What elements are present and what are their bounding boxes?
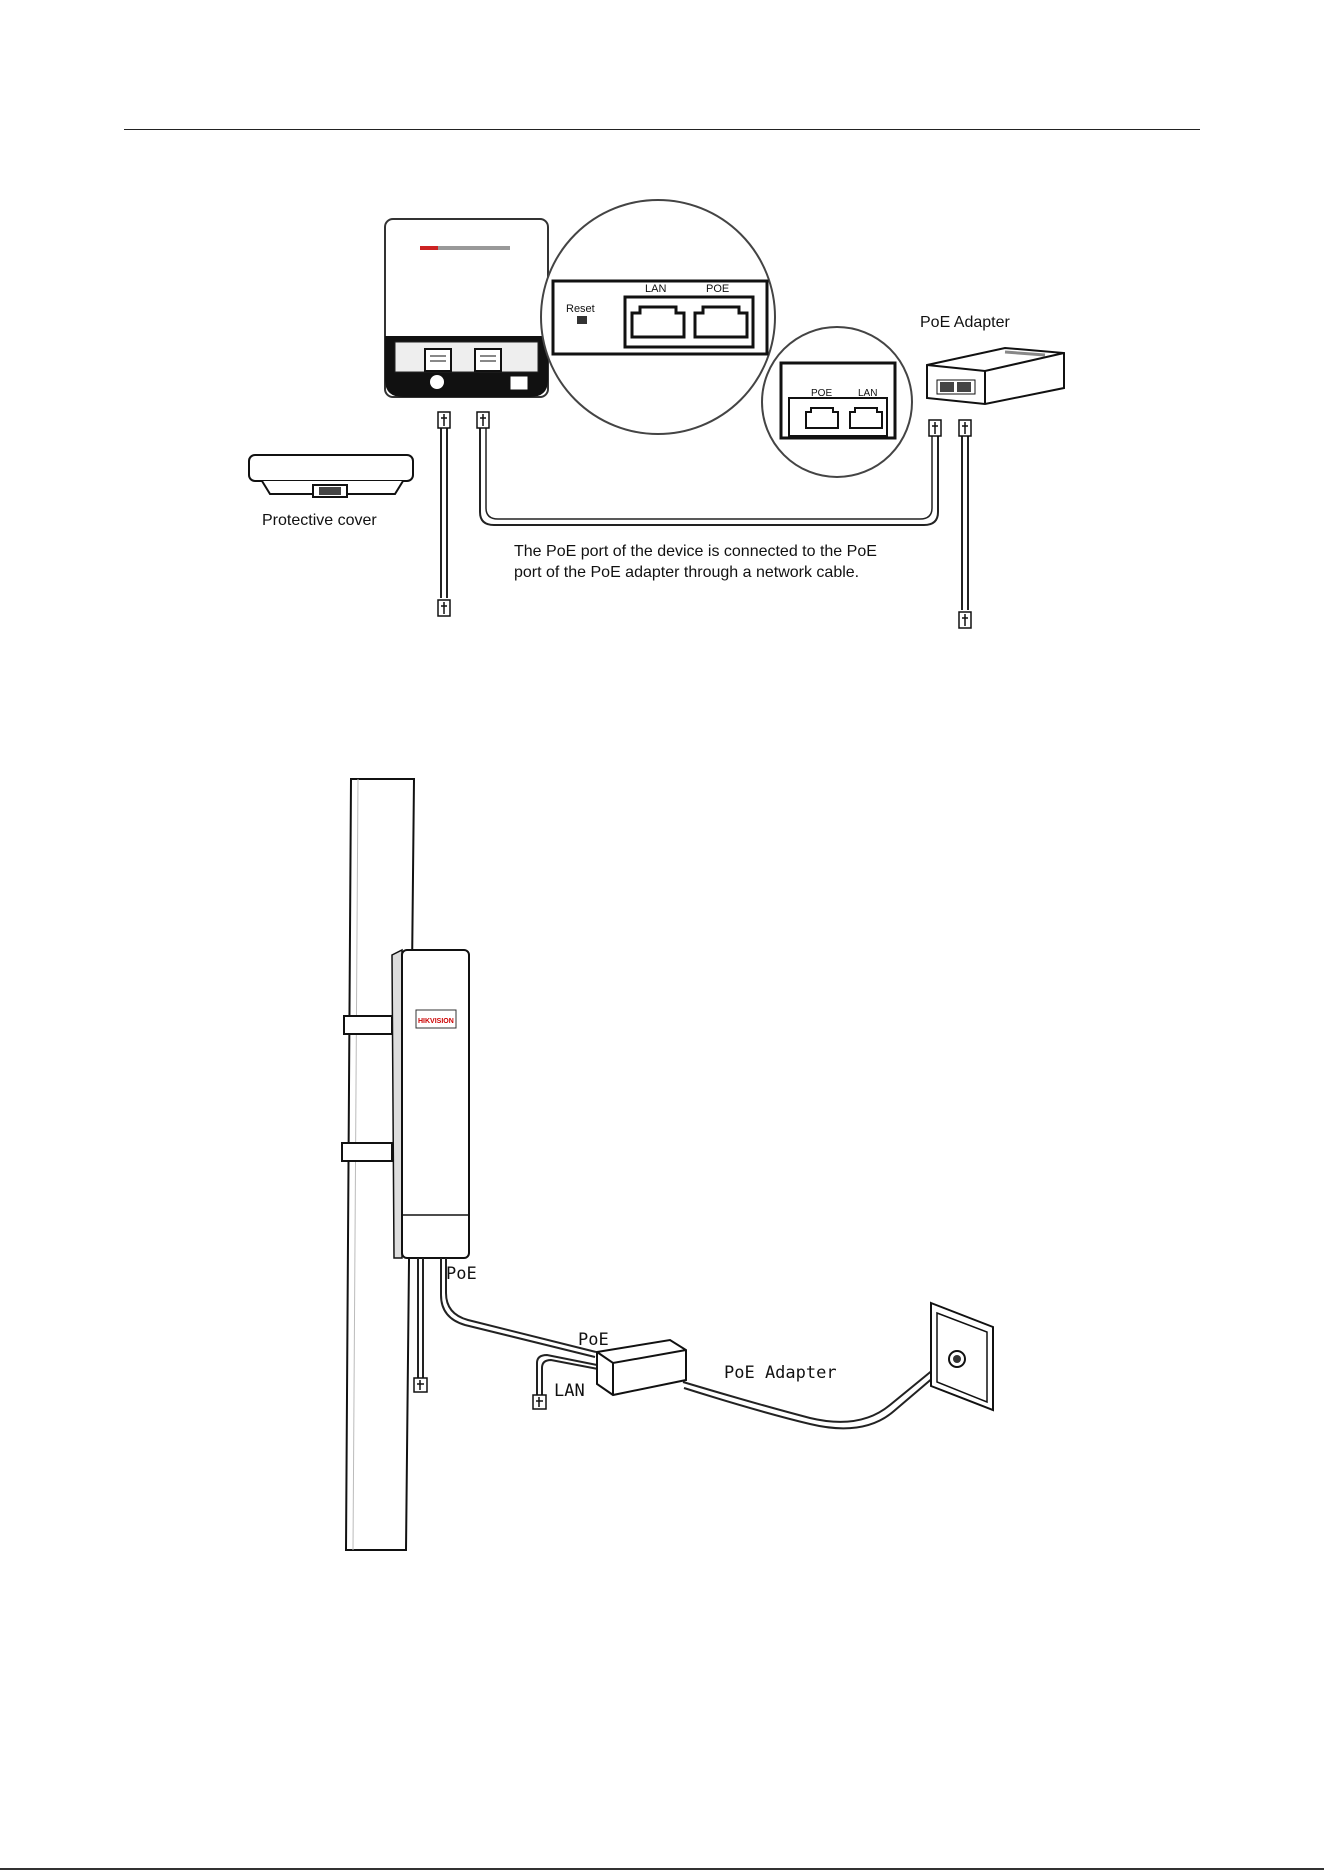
- poe-device-label: PoE: [446, 1264, 477, 1284]
- device-port-zoom: Reset LAN POE: [541, 200, 775, 434]
- fig2-poe-adapter: [597, 1340, 686, 1395]
- caption-line-2: port of the PoE adapter through a networ…: [514, 564, 859, 581]
- figure-2-pole-mount: HIKVISION PoE: [342, 779, 993, 1550]
- lan-port-label: LAN: [554, 1381, 585, 1401]
- footer-rule: [0, 1868, 1324, 1870]
- wall-outlet: [931, 1303, 993, 1410]
- fig2-rj45-connectors: [414, 1378, 546, 1409]
- adapter-lan-port-icon: [850, 408, 882, 428]
- hikvision-logo: HIKVISION: [418, 1018, 454, 1025]
- adapter-poe-port-icon: [806, 408, 838, 428]
- poe-label: POE: [706, 283, 729, 295]
- poe-adapter-port-label: PoE: [578, 1330, 609, 1350]
- reset-label: Reset: [566, 303, 595, 315]
- poe-adapter-label: PoE Adapter: [920, 314, 1011, 331]
- lan-label: LAN: [645, 283, 666, 295]
- fig2-poe-adapter-label: PoE Adapter: [724, 1363, 837, 1383]
- adapter-lan-label: LAN: [858, 388, 877, 399]
- bridge-device-bottom-view: [385, 219, 548, 397]
- poe-adapter-box: PoE Adapter: [920, 314, 1064, 404]
- poe-port-icon: [695, 307, 747, 337]
- protective-cover: Protective cover: [249, 455, 413, 529]
- device-cables: [418, 1258, 948, 1428]
- bridge-device: HIKVISION: [392, 950, 469, 1258]
- figure-1-connection: Reset LAN POE POE LAN PoE Adapter: [249, 200, 1064, 628]
- caption-line-1: The PoE port of the device is connected …: [514, 543, 877, 560]
- reset-button-icon: [577, 316, 587, 324]
- protective-cover-label: Protective cover: [262, 512, 377, 529]
- adapter-port-zoom: POE LAN: [762, 327, 912, 477]
- lan-port-icon: [632, 307, 684, 337]
- adapter-poe-label: POE: [811, 388, 832, 399]
